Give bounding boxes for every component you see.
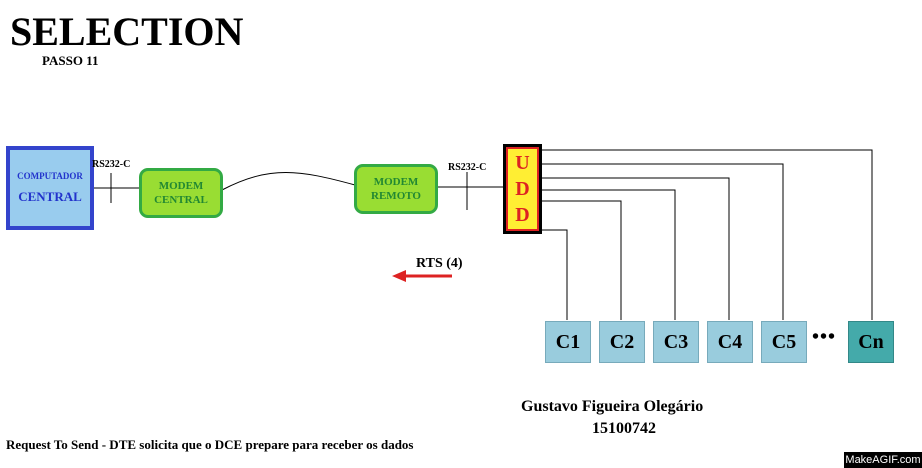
udd-letter: D [515, 178, 530, 200]
client-node-cn: Cn [848, 321, 894, 363]
link-udd-c3 [540, 189, 676, 320]
client-node-c2: C2 [599, 321, 645, 363]
link-udd-cn [540, 149, 873, 320]
link-udd-c5 [540, 163, 784, 320]
rs232-label-right: RS232-C [448, 162, 487, 173]
udd-letter: D [515, 204, 530, 226]
computer-label-line1: COMPUTADOR [17, 171, 83, 181]
clients-ellipsis: ••• [812, 326, 837, 348]
client-node-c5: C5 [761, 321, 807, 363]
modem-central-node: MODEM CENTRAL [139, 168, 223, 218]
step-label: PASSO 11 [42, 53, 99, 68]
rs232-label-left: RS232-C [92, 159, 131, 170]
modem-remote-node: MODEM REMOTO [354, 164, 438, 214]
link-udd-c4 [540, 177, 730, 320]
computer-label-line2: CENTRAL [18, 189, 82, 204]
client-node-c3: C3 [653, 321, 699, 363]
link-udd-c1 [540, 229, 568, 320]
rts-arrow-head [392, 270, 406, 282]
watermark: MakeAGIF.com [844, 452, 922, 468]
modem-central-line2: CENTRAL [154, 194, 208, 206]
udd-node: U D D [503, 144, 542, 234]
modem-remote-line1: MODEM [373, 176, 419, 188]
client-node-c4: C4 [707, 321, 753, 363]
rts-signal-label: RTS (4) [416, 256, 463, 271]
step-caption: Request To Send - DTE solicita que o DCE… [6, 437, 414, 452]
link-modem-modem [221, 172, 356, 191]
author-name: Gustavo Figueira Olegário [521, 398, 704, 415]
diagram-title: SELECTION [10, 9, 244, 54]
client-node-c1: C1 [545, 321, 591, 363]
udd-letter: U [515, 152, 530, 174]
link-udd-c2 [540, 200, 622, 320]
computer-central-node: COMPUTADOR CENTRAL [6, 146, 94, 230]
modem-remote-line2: REMOTO [371, 190, 421, 202]
modem-central-line1: MODEM [158, 180, 204, 192]
author-id: 15100742 [592, 420, 656, 437]
